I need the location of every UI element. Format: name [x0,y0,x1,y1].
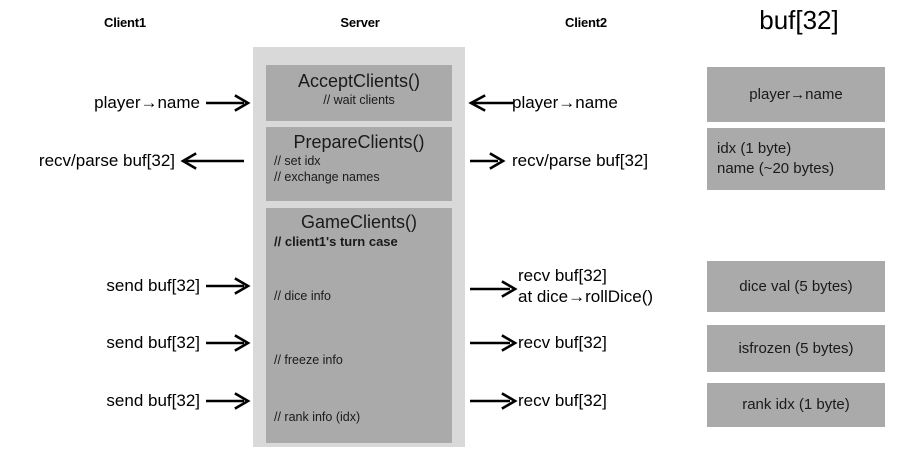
buf-box-line: name (~20 bytes) [717,160,835,177]
client2-message-recv-dice-line2: at dice→rollDice() [518,287,654,306]
server-stage-title: PrepareClients() [293,132,425,152]
client2-message-recv-parse: recv/parse buf[32] [512,151,649,170]
arrow-right-icon [470,390,518,410]
server-stage-game-clients: GameClients() // client1's turn case // … [266,208,452,443]
client2-message-player-name: player→name [512,93,618,112]
buf-box-idx-name: idx (1 byte) name (~20 bytes) [707,128,885,190]
arrow-right-icon [470,332,518,352]
server-comment-rank-info: // rank info (idx) [274,410,361,424]
server-stage-comment: // exchange names [274,170,380,184]
server-stage-prepare-clients: PrepareClients() // set idx // exchange … [266,127,452,201]
client2-message-recv-rank: recv buf[32] [518,391,607,410]
server-comment-freeze-info: // freeze info [274,353,343,367]
client2-message-recv-dice-line1: recv buf[32] [518,266,607,285]
buf-box-line: rank idx (1 byte) [742,396,850,413]
client1-message-send-dice: send buf[32] [106,276,200,295]
client1-message-send-rank: send buf[32] [106,391,200,410]
arrow-right-icon [470,278,518,298]
client2-message-recv-freeze: recv buf[32] [518,333,607,352]
client1-message-send-freeze: send buf[32] [106,333,200,352]
buf-box-line: player→name [749,85,843,103]
arrow-right-icon [206,275,251,295]
server-stage-comment: // wait clients [323,93,395,107]
arrow-left-icon [180,150,246,170]
buf-box-line: idx (1 byte) [717,140,792,157]
buf-box-rank-idx: rank idx (1 byte) [707,383,885,427]
server-lifeline-container: AcceptClients() // wait clients PrepareC… [253,47,465,447]
server-comment-turn-case: // client1's turn case [274,234,398,249]
client1-message-player-name: player→name [94,93,200,112]
arrow-right-icon [206,332,251,352]
arrow-left-icon [468,92,516,112]
column-header-server: Server [340,15,380,30]
server-stage-title: AcceptClients() [297,71,421,91]
arrow-right-icon [206,92,251,112]
buf-box-isfrozen: isfrozen (5 bytes) [707,325,885,372]
column-header-buf: buf[32] [759,5,839,35]
client1-message-recv-parse: recv/parse buf[32] [38,151,175,170]
server-comment-dice-info: // dice info [274,289,331,303]
server-stage-comment: // set idx [274,154,321,168]
arrow-right-icon [470,150,506,170]
arrow-right-icon [206,390,251,410]
column-header-client2: Client2 [565,15,607,30]
buf-box-line: isfrozen (5 bytes) [738,339,854,357]
server-stage-title: GameClients() [300,212,418,232]
column-header-client1: Client1 [104,15,146,30]
buf-box-player-name: player→name [707,67,885,122]
buf-box-line: dice val (5 bytes) [739,277,853,295]
buf-box-dice-val: dice val (5 bytes) [707,261,885,312]
server-stage-accept-clients: AcceptClients() // wait clients [266,65,452,121]
